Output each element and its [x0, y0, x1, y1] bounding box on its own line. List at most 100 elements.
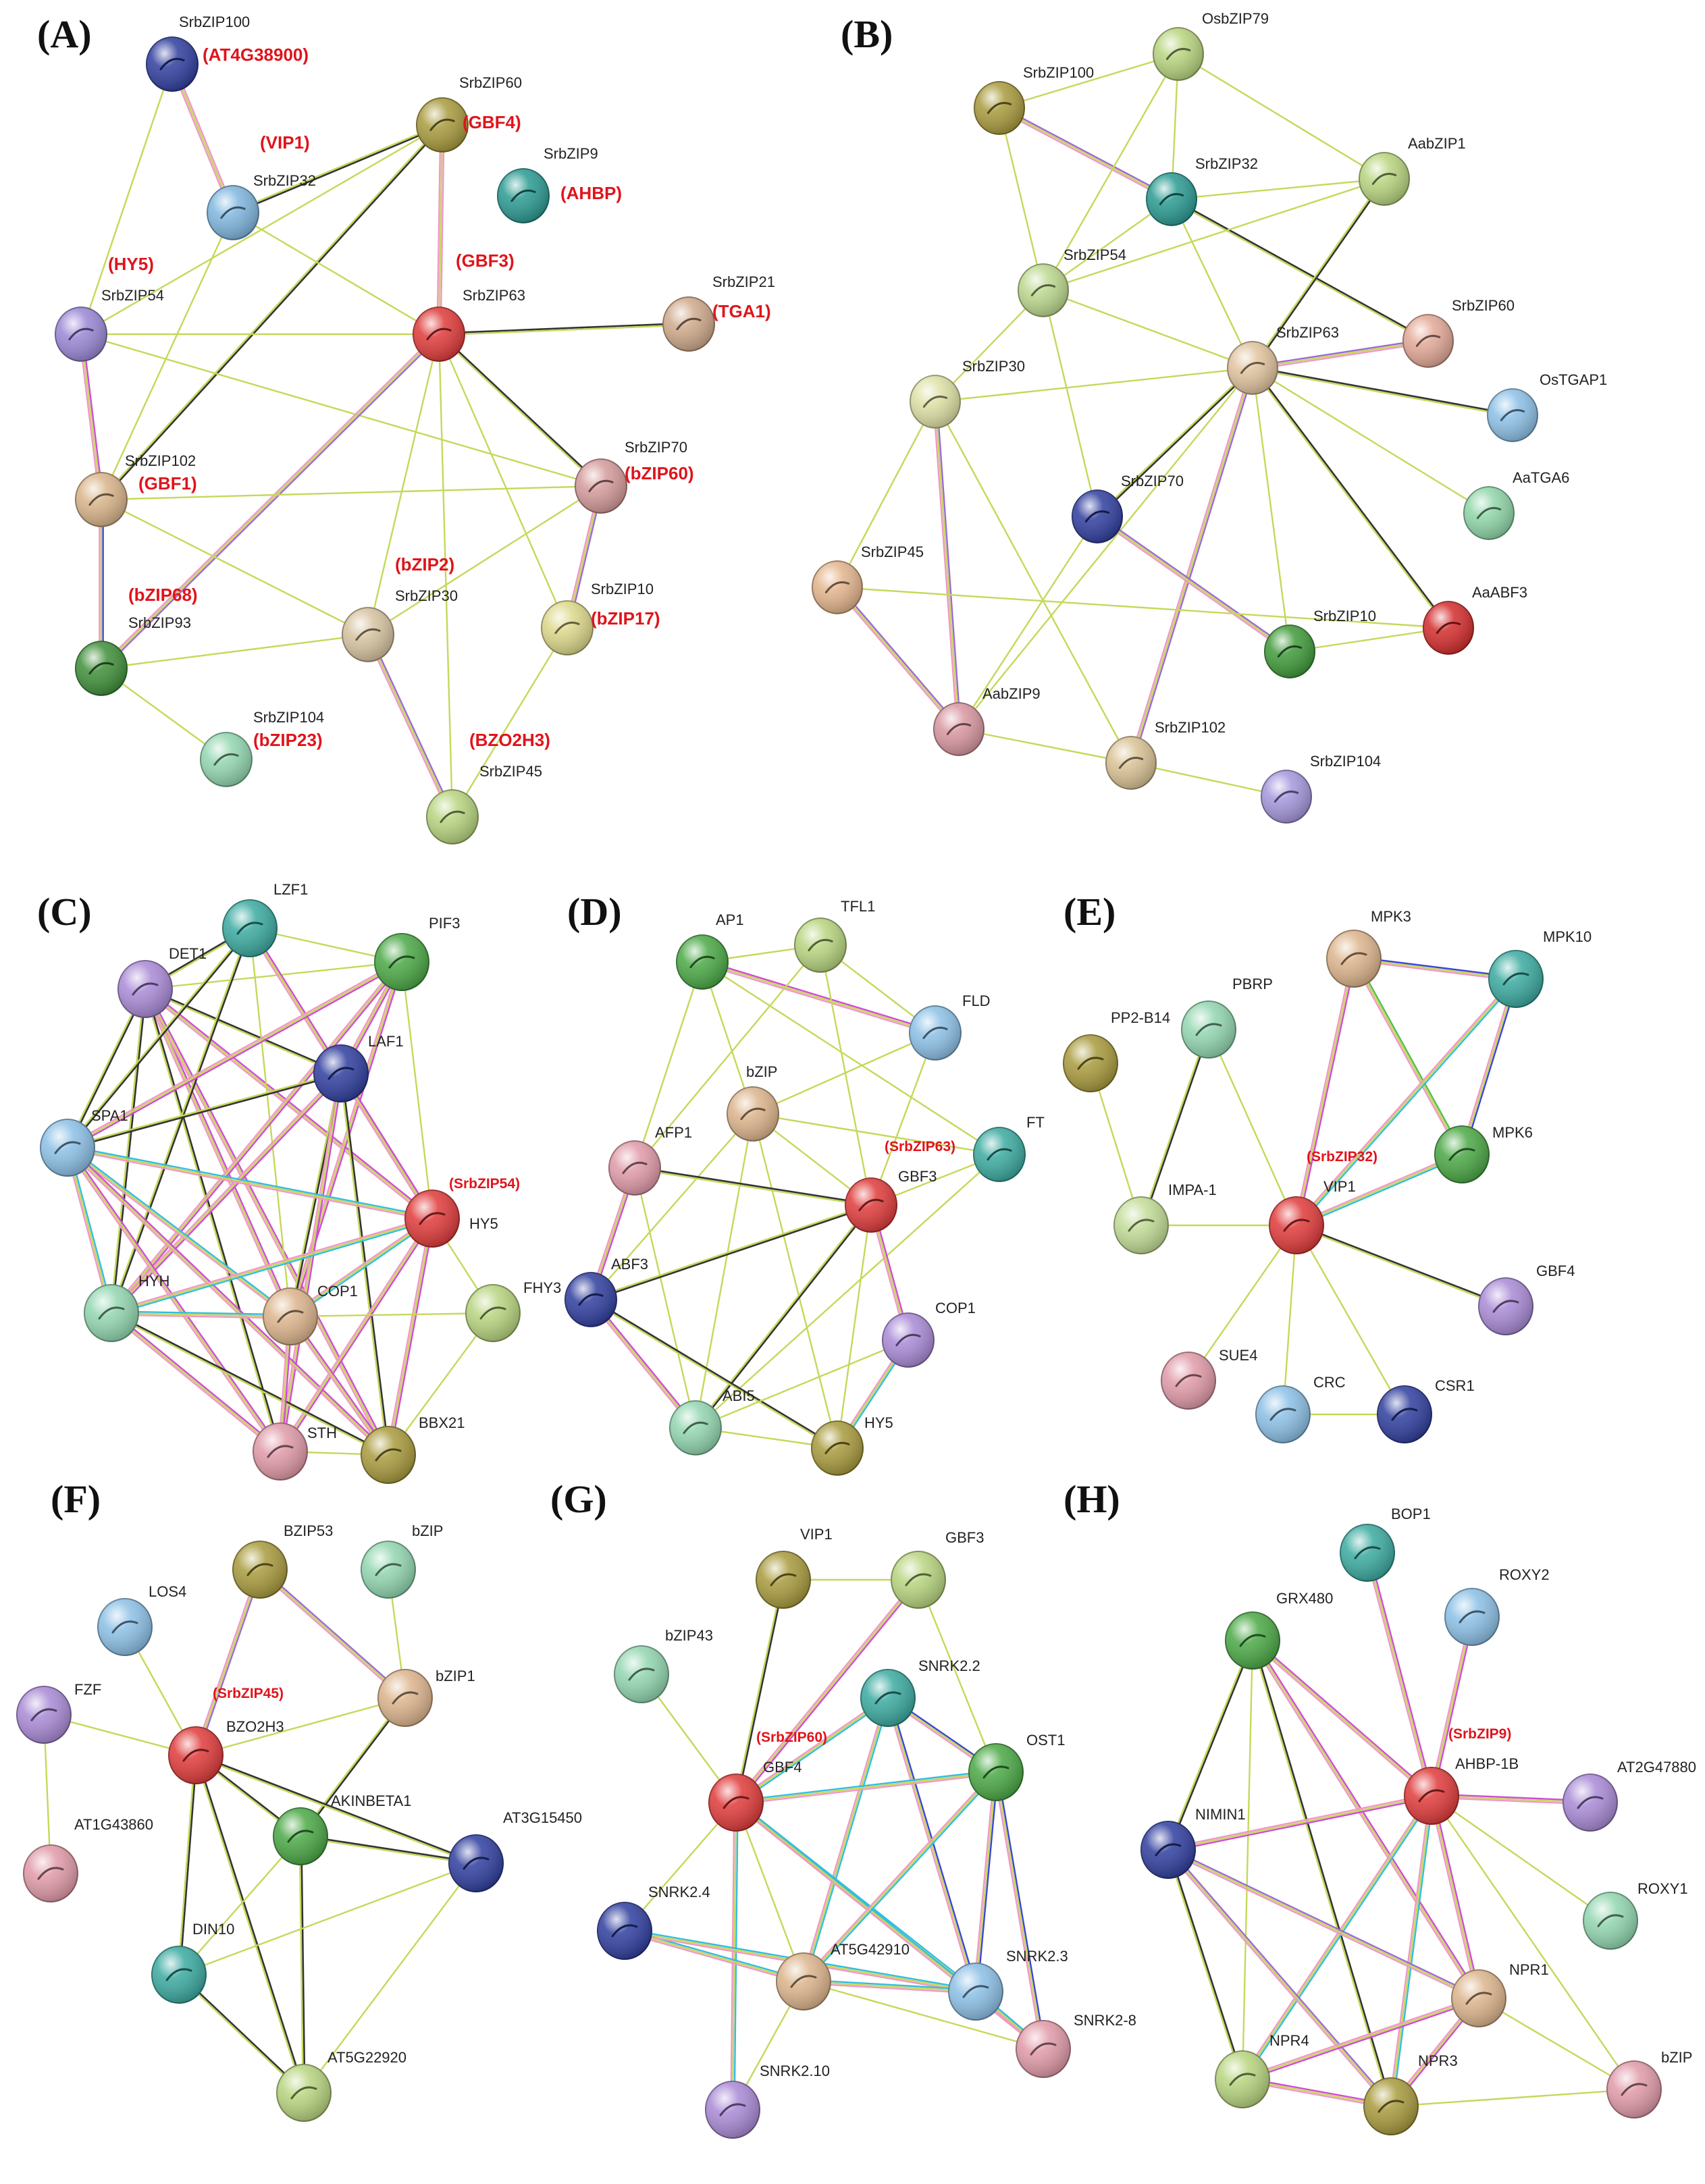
node-G-gbf4[interactable]	[708, 1774, 764, 1832]
node-E-pp2-b14[interactable]	[1063, 1034, 1118, 1092]
node-F-at3g15450[interactable]	[448, 1834, 504, 1892]
node-A-srbzip32[interactable]	[207, 185, 259, 240]
node-H-bop1[interactable]	[1340, 1524, 1395, 1582]
node-F-bzip53[interactable]	[232, 1541, 288, 1599]
node-F-din10[interactable]	[151, 1946, 207, 2004]
node-C-sth[interactable]	[253, 1422, 308, 1481]
node-D-cop1[interactable]	[882, 1312, 935, 1368]
node-D-hy5[interactable]	[811, 1420, 864, 1476]
node-E-mpk10[interactable]	[1488, 950, 1544, 1008]
node-A-srbzip93[interactable]	[75, 641, 128, 696]
node-A-srbzip45[interactable]	[426, 789, 479, 845]
node-A-srbzip21[interactable]	[662, 296, 715, 352]
node-C-spa1[interactable]	[40, 1119, 95, 1177]
node-C-det1[interactable]	[117, 960, 173, 1018]
node-B-aabzip9[interactable]	[933, 702, 985, 756]
node-D-tfl1[interactable]	[794, 917, 847, 973]
node-E-mpk3[interactable]	[1326, 930, 1382, 988]
node-B-srbzip30[interactable]	[910, 375, 961, 429]
node-B-osbzip79[interactable]	[1153, 27, 1204, 81]
node-D-ft[interactable]	[973, 1127, 1026, 1182]
node-D-ap1[interactable]	[676, 934, 729, 990]
node-E-crc[interactable]	[1255, 1385, 1311, 1443]
node-B-srbzip45[interactable]	[812, 560, 863, 614]
node-B-srbzip32[interactable]	[1146, 172, 1197, 226]
node-G-snrk2-8[interactable]	[1016, 2020, 1071, 2078]
node-H-roxy1[interactable]	[1583, 1892, 1638, 1950]
node-A-srbzip9[interactable]	[497, 168, 550, 223]
node-E-pbrp[interactable]	[1181, 1001, 1236, 1059]
node-A-srbzip60[interactable]	[416, 97, 469, 153]
node-A-srbzip63[interactable]	[413, 307, 465, 362]
node-H-npr4[interactable]	[1215, 2050, 1270, 2108]
node-G-bzip43[interactable]	[614, 1645, 669, 1703]
node-F-at5g22920[interactable]	[276, 2064, 332, 2122]
node-G-ost1[interactable]	[968, 1743, 1024, 1801]
node-C-pif3[interactable]	[374, 933, 429, 991]
node-B-srbzip10[interactable]	[1264, 624, 1315, 678]
node-B-srbzip104[interactable]	[1261, 770, 1312, 824]
node-F-bzip[interactable]	[361, 1541, 416, 1599]
node-D-afp1[interactable]	[608, 1140, 661, 1196]
node-C-cop1[interactable]	[263, 1287, 318, 1346]
node-B-srbzip54[interactable]	[1018, 263, 1069, 317]
node-B-srbzip60[interactable]	[1402, 314, 1454, 368]
node-F-bzo2h3[interactable]	[168, 1726, 224, 1784]
node-B-aaabf3[interactable]	[1423, 601, 1474, 655]
node-H-nimin1[interactable]	[1140, 1821, 1196, 1879]
node-B-ostgap1[interactable]	[1487, 388, 1538, 442]
edge-G-2	[735, 1578, 920, 1804]
node-H-roxy2[interactable]	[1444, 1588, 1500, 1646]
node-B-aabzip1[interactable]	[1359, 152, 1410, 206]
node-B-srbzip100[interactable]	[974, 81, 1025, 135]
node-A-srbzip102[interactable]	[75, 472, 128, 527]
node-F-bzip1[interactable]	[377, 1669, 433, 1727]
node-C-fhy3[interactable]	[465, 1284, 521, 1342]
edge-C-25	[281, 1073, 344, 1453]
node-C-lzf1[interactable]	[222, 899, 278, 957]
node-A-srbzip100[interactable]	[146, 36, 199, 92]
node-A-srbzip104[interactable]	[200, 732, 253, 787]
node-D-abf3[interactable]	[565, 1272, 617, 1327]
node-D-abi5[interactable]	[669, 1400, 722, 1456]
edge-A-9	[80, 333, 602, 487]
node-G-snrk2.3[interactable]	[948, 1963, 1003, 2021]
node-E-vip1[interactable]	[1269, 1196, 1324, 1254]
node-H-npr1[interactable]	[1451, 1969, 1506, 2027]
node-A-srbzip30[interactable]	[342, 607, 394, 662]
node-E-gbf4[interactable]	[1478, 1277, 1533, 1335]
node-G-snrk2.4[interactable]	[597, 1902, 652, 1960]
node-F-los4[interactable]	[97, 1598, 153, 1656]
node-F-fzf[interactable]	[16, 1686, 72, 1744]
node-C-laf1[interactable]	[313, 1044, 369, 1102]
node-E-csr1[interactable]	[1377, 1385, 1432, 1443]
node-C-bbx21[interactable]	[361, 1426, 416, 1484]
node-G-vip1[interactable]	[756, 1551, 811, 1609]
node-D-fld[interactable]	[909, 1005, 962, 1061]
node-H-at2g47880[interactable]	[1563, 1774, 1618, 1832]
node-E-mpk6[interactable]	[1434, 1125, 1490, 1183]
node-A-srbzip54[interactable]	[55, 307, 107, 362]
node-A-srbzip70[interactable]	[575, 458, 627, 514]
node-D-bzip[interactable]	[727, 1086, 779, 1142]
node-G-snrk2.10[interactable]	[705, 2081, 760, 2139]
node-H-ahbp-1b[interactable]	[1404, 1767, 1459, 1825]
node-G-gbf3[interactable]	[891, 1551, 946, 1609]
node-B-aatga6[interactable]	[1463, 486, 1515, 540]
node-C-hy5[interactable]	[404, 1190, 460, 1248]
node-B-srbzip102[interactable]	[1105, 736, 1157, 790]
node-H-npr3[interactable]	[1363, 2077, 1419, 2135]
node-G-snrk2.2[interactable]	[860, 1669, 916, 1727]
node-G-at5g42910[interactable]	[776, 1952, 831, 2010]
node-F-akinbeta1[interactable]	[273, 1807, 328, 1865]
node-H-grx480[interactable]	[1225, 1612, 1280, 1670]
node-F-at1g43860[interactable]	[23, 1844, 78, 1902]
node-E-sue4[interactable]	[1161, 1352, 1216, 1410]
node-D-gbf3[interactable]	[845, 1177, 897, 1233]
node-B-srbzip63[interactable]	[1227, 341, 1278, 395]
node-A-srbzip10[interactable]	[541, 600, 594, 656]
node-B-srbzip70[interactable]	[1072, 489, 1123, 543]
node-H-bzip[interactable]	[1606, 2060, 1662, 2119]
node-E-impa-1[interactable]	[1113, 1196, 1169, 1254]
node-C-hyh[interactable]	[84, 1284, 139, 1342]
